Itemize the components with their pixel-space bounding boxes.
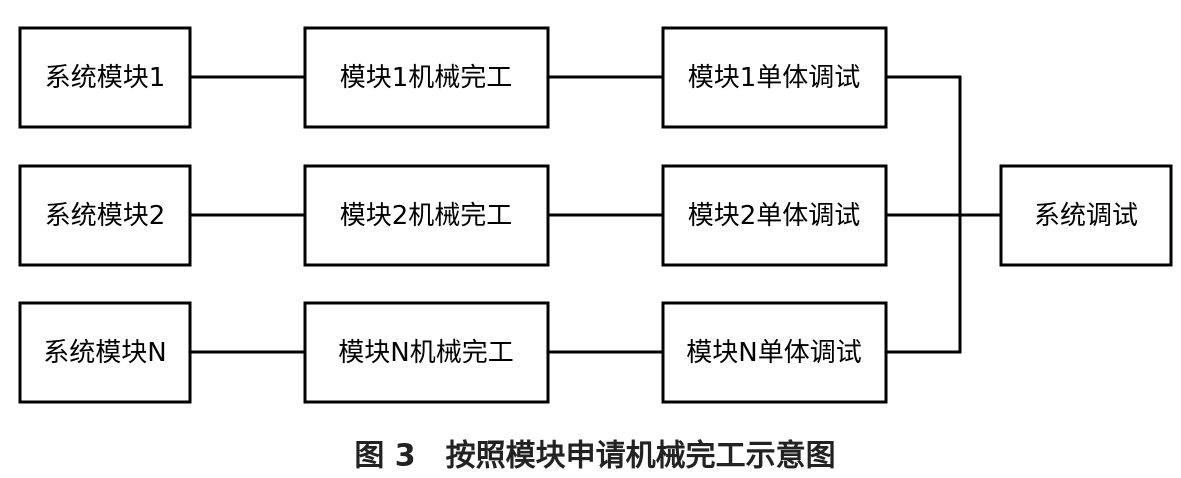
module-2-mechanical-completion-box [303, 164, 550, 267]
system-module-2-box [18, 164, 192, 267]
system-debug-box [999, 164, 1173, 267]
module-1-unit-debug-label: 模块1单体调试 [688, 63, 861, 93]
module-n-mechanical-completion-box [303, 301, 550, 404]
module-2-unit-debug-box [661, 164, 888, 267]
module-n-unit-debug-box [661, 301, 888, 404]
system-module-n-box [18, 301, 192, 404]
module-n-mechanical-completion-label: 模块N机械完工 [338, 338, 513, 368]
system-module-1-label: 系统模块1 [45, 63, 166, 93]
merge-line-row3 [886, 215, 962, 354]
system-debug-label: 系统调试 [1034, 201, 1138, 231]
merge-line-row1 [886, 75, 962, 215]
system-module-2-label: 系统模块2 [45, 201, 166, 231]
module-1-unit-debug-box [661, 26, 888, 129]
module-2-unit-debug-label: 模块2单体调试 [688, 201, 861, 231]
module-n-unit-debug-label: 模块N单体调试 [686, 338, 861, 368]
system-module-n-label: 系统模块N [43, 338, 166, 368]
module-2-mechanical-completion-label: 模块2机械完工 [340, 201, 513, 231]
module-1-mechanical-completion-label: 模块1机械完工 [340, 63, 513, 93]
figure-caption: 图 3 按照模块申请机械完工示意图 [354, 439, 835, 474]
system-module-1-box [18, 26, 192, 129]
module-1-mechanical-completion-box [303, 26, 550, 129]
